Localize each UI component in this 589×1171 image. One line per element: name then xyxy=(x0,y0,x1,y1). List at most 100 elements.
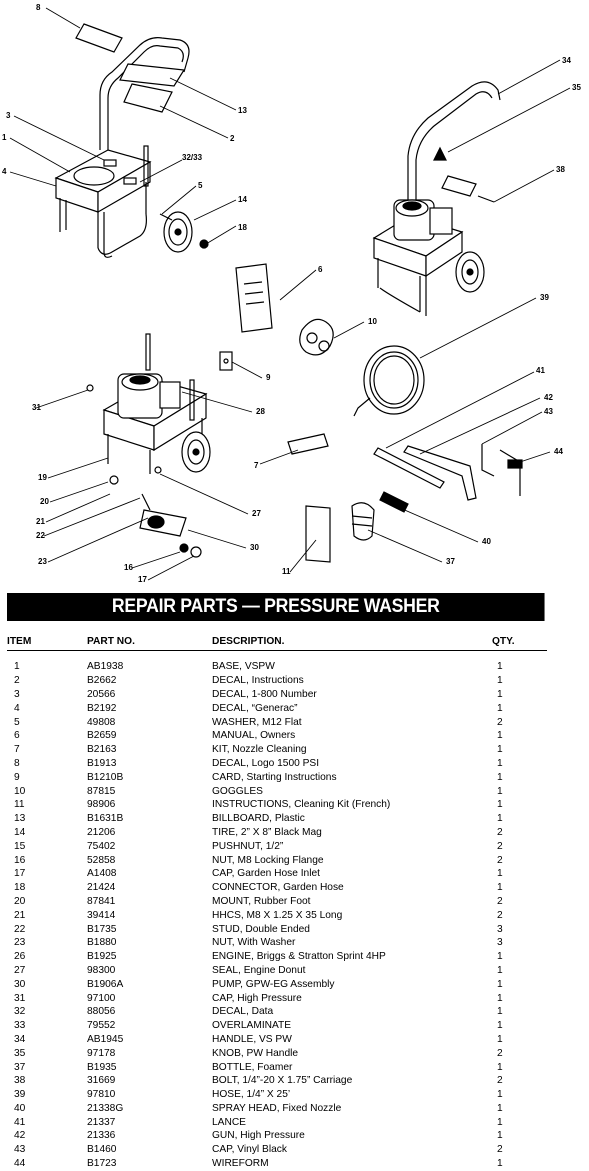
cell-qty: 1 xyxy=(497,1061,503,1073)
cell-description: OVERLAMINATE xyxy=(212,1020,292,1032)
cell-part-no: 87841 xyxy=(87,895,116,907)
callout-38: 38 xyxy=(556,165,565,174)
cell-item: 35 xyxy=(14,1047,26,1059)
cell-qty: 1 xyxy=(497,1102,503,1114)
cell-item: 26 xyxy=(14,951,26,963)
cell-item: 10 xyxy=(14,785,26,797)
cell-qty: 1 xyxy=(497,744,503,756)
callout-8: 8 xyxy=(36,3,41,12)
callout-34: 34 xyxy=(562,56,571,65)
cell-qty: 1 xyxy=(497,675,503,687)
callout-17: 17 xyxy=(138,575,147,584)
cell-item: 5 xyxy=(14,716,20,728)
cell-description: MANUAL, Owners xyxy=(212,730,296,742)
callout-3: 3 xyxy=(6,111,11,120)
callout-42: 42 xyxy=(544,393,553,402)
cell-part-no: 21337 xyxy=(87,1116,116,1128)
cell-part-no: 20566 xyxy=(87,688,116,700)
cell-description: WASHER, M12 Flat xyxy=(212,716,302,728)
cell-description: CAP, High Pressure xyxy=(212,992,302,1004)
banner-title: REPAIR PARTS — PRESSURE WASHER xyxy=(111,596,440,617)
callout-35: 35 xyxy=(572,83,581,92)
callout-5: 5 xyxy=(198,181,203,190)
cell-qty: 1 xyxy=(497,951,503,963)
cell-description: DECAL, Data xyxy=(212,1006,274,1018)
callout-19: 19 xyxy=(38,473,47,482)
cell-description: STUD, Double Ended xyxy=(212,923,310,935)
cell-part-no: B1723 xyxy=(87,1158,117,1170)
cell-description: PUSHNUT, 1/2” xyxy=(212,840,284,852)
cell-description: ENGINE, Briggs & Stratton Sprint 4HP xyxy=(212,951,386,963)
cell-part-no: 98300 xyxy=(87,964,116,976)
cell-part-no: B1935 xyxy=(87,1061,117,1073)
callout-39: 39 xyxy=(540,293,549,302)
callout-18: 18 xyxy=(238,223,247,232)
cell-item: 13 xyxy=(14,813,26,825)
callout-6: 6 xyxy=(318,265,323,274)
cell-item: 4 xyxy=(14,702,20,714)
table-header: ITEM PART NO. DESCRIPTION. QTY. xyxy=(7,633,547,651)
cell-part-no: 97810 xyxy=(87,1089,116,1101)
cell-item: 41 xyxy=(14,1116,26,1128)
cell-item: 8 xyxy=(14,757,20,769)
cell-item: 40 xyxy=(14,1102,26,1114)
cell-qty: 1 xyxy=(497,1033,503,1045)
callout-31: 31 xyxy=(32,403,41,412)
cell-item: 23 xyxy=(14,937,26,949)
cell-qty: 1 xyxy=(497,813,503,825)
cell-part-no: B1460 xyxy=(87,1144,117,1156)
cell-description: TIRE, 2” X 8” Black Mag xyxy=(212,826,322,838)
cell-item: 30 xyxy=(14,978,26,990)
cell-description: GUN, High Pressure xyxy=(212,1130,305,1142)
cell-part-no: B1631B xyxy=(87,813,124,825)
cell-qty: 3 xyxy=(497,937,503,949)
callout-43: 43 xyxy=(544,407,553,416)
cell-item: 31 xyxy=(14,992,26,1004)
cell-qty: 1 xyxy=(497,1089,503,1101)
cell-item: 44 xyxy=(14,1158,26,1170)
cell-qty: 1 xyxy=(497,868,503,880)
callout-7: 7 xyxy=(254,461,259,470)
cell-qty: 1 xyxy=(497,771,503,783)
callout-23: 23 xyxy=(38,557,47,566)
cell-item: 18 xyxy=(14,882,26,894)
cell-item: 27 xyxy=(14,964,26,976)
callout-20: 20 xyxy=(40,497,49,506)
cell-qty: 1 xyxy=(497,688,503,700)
cell-description: DECAL, Instructions xyxy=(212,675,304,687)
repair-parts-banner: REPAIR PARTS — PRESSURE WASHER xyxy=(7,593,545,621)
cell-description: CONNECTOR, Garden Hose xyxy=(212,882,344,894)
cell-qty: 1 xyxy=(497,757,503,769)
cell-item: 15 xyxy=(14,840,26,852)
callout-22: 22 xyxy=(36,531,45,540)
cell-qty: 2 xyxy=(497,1075,503,1087)
cell-description: WIREFORM xyxy=(212,1158,269,1170)
cell-qty: 2 xyxy=(497,1144,503,1156)
callout-2: 2 xyxy=(230,134,235,143)
callout-37: 37 xyxy=(446,557,455,566)
cell-qty: 1 xyxy=(497,702,503,714)
cell-qty: 2 xyxy=(497,826,503,838)
cell-part-no: AB1938 xyxy=(87,661,124,673)
cell-part-no: 97178 xyxy=(87,1047,116,1059)
cell-item: 43 xyxy=(14,1144,26,1156)
cell-item: 16 xyxy=(14,854,26,866)
cell-description: NUT, M8 Locking Flange xyxy=(212,854,324,866)
cell-part-no: 31669 xyxy=(87,1075,116,1087)
cell-description: HHCS, M8 X 1.25 X 35 Long xyxy=(212,909,343,921)
